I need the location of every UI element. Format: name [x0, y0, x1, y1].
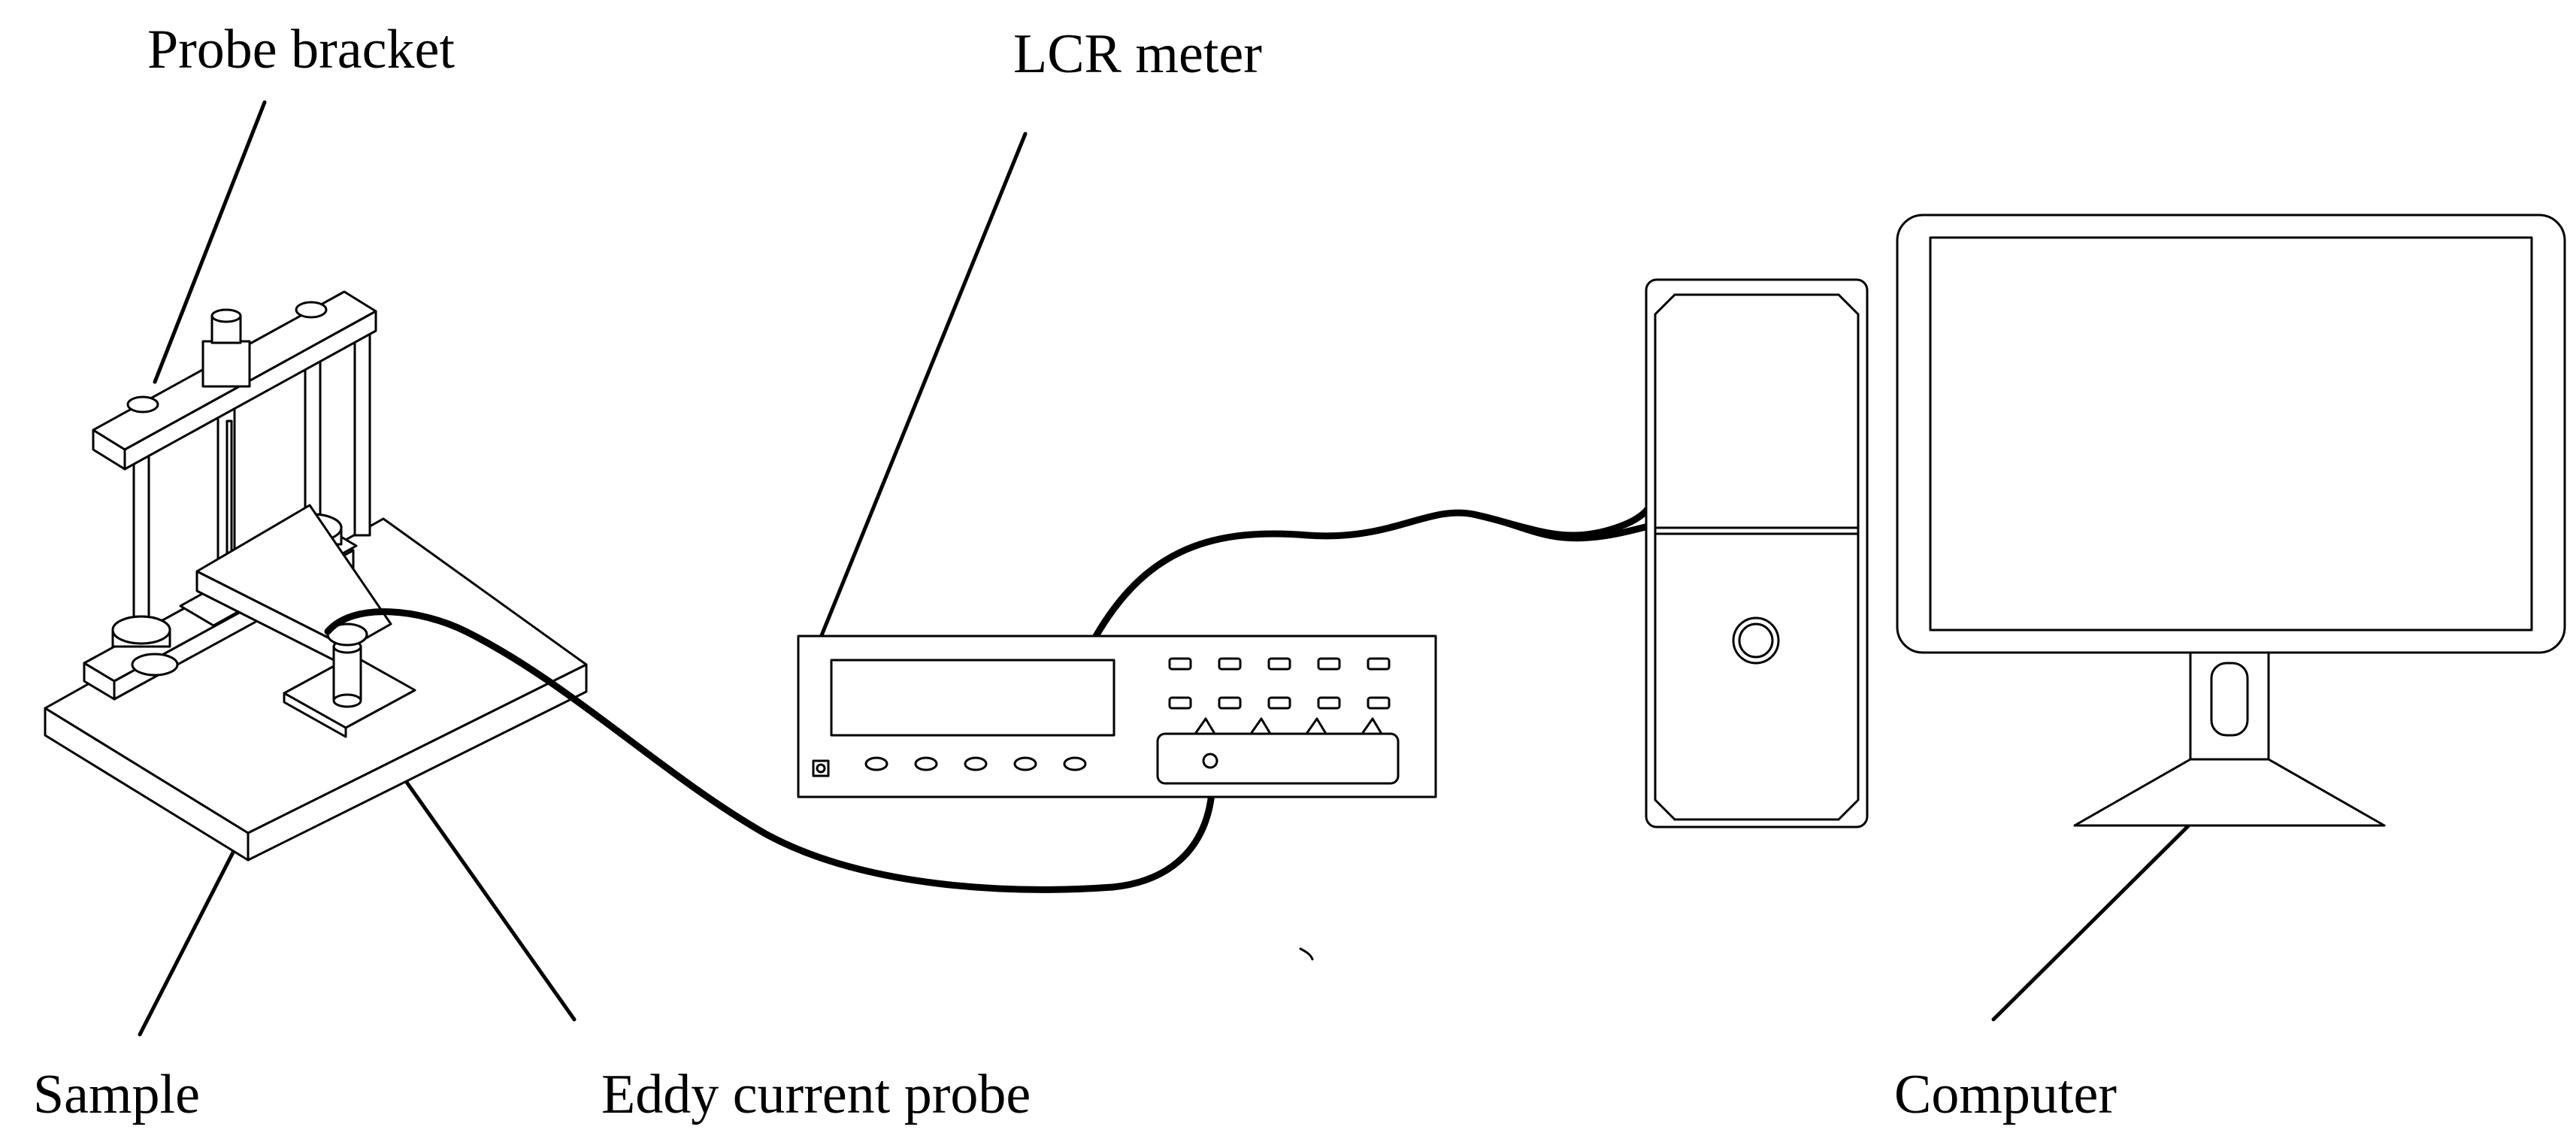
probe-bracket-leader-line: [153, 100, 267, 384]
lcr-meter-display: [830, 659, 1115, 737]
sample-label: Sample: [33, 1064, 200, 1125]
computer-leader-line: [1991, 799, 2215, 1022]
eddy-current-probe-label: Eddy current probe: [601, 1064, 1031, 1125]
lcr-meter-leader-line: [808, 132, 1028, 665]
probe-bracket-label: Probe bracket: [147, 19, 455, 80]
monitor-icon: [1896, 214, 2566, 827]
probe-bracket-icon: [44, 290, 588, 862]
data-cable: [1092, 483, 1694, 640]
monitor-screen: [1929, 236, 2533, 632]
computer-tower-icon: [1645, 278, 1869, 828]
probe-cable: [324, 608, 1216, 893]
stray-mark: [1299, 947, 1314, 961]
lcr-meter-icon: [797, 635, 1437, 798]
computer-label: Computer: [1894, 1064, 2117, 1125]
eddy-current-probe-head: [332, 645, 362, 701]
lcr-meter-label: LCR meter: [1013, 23, 1262, 85]
